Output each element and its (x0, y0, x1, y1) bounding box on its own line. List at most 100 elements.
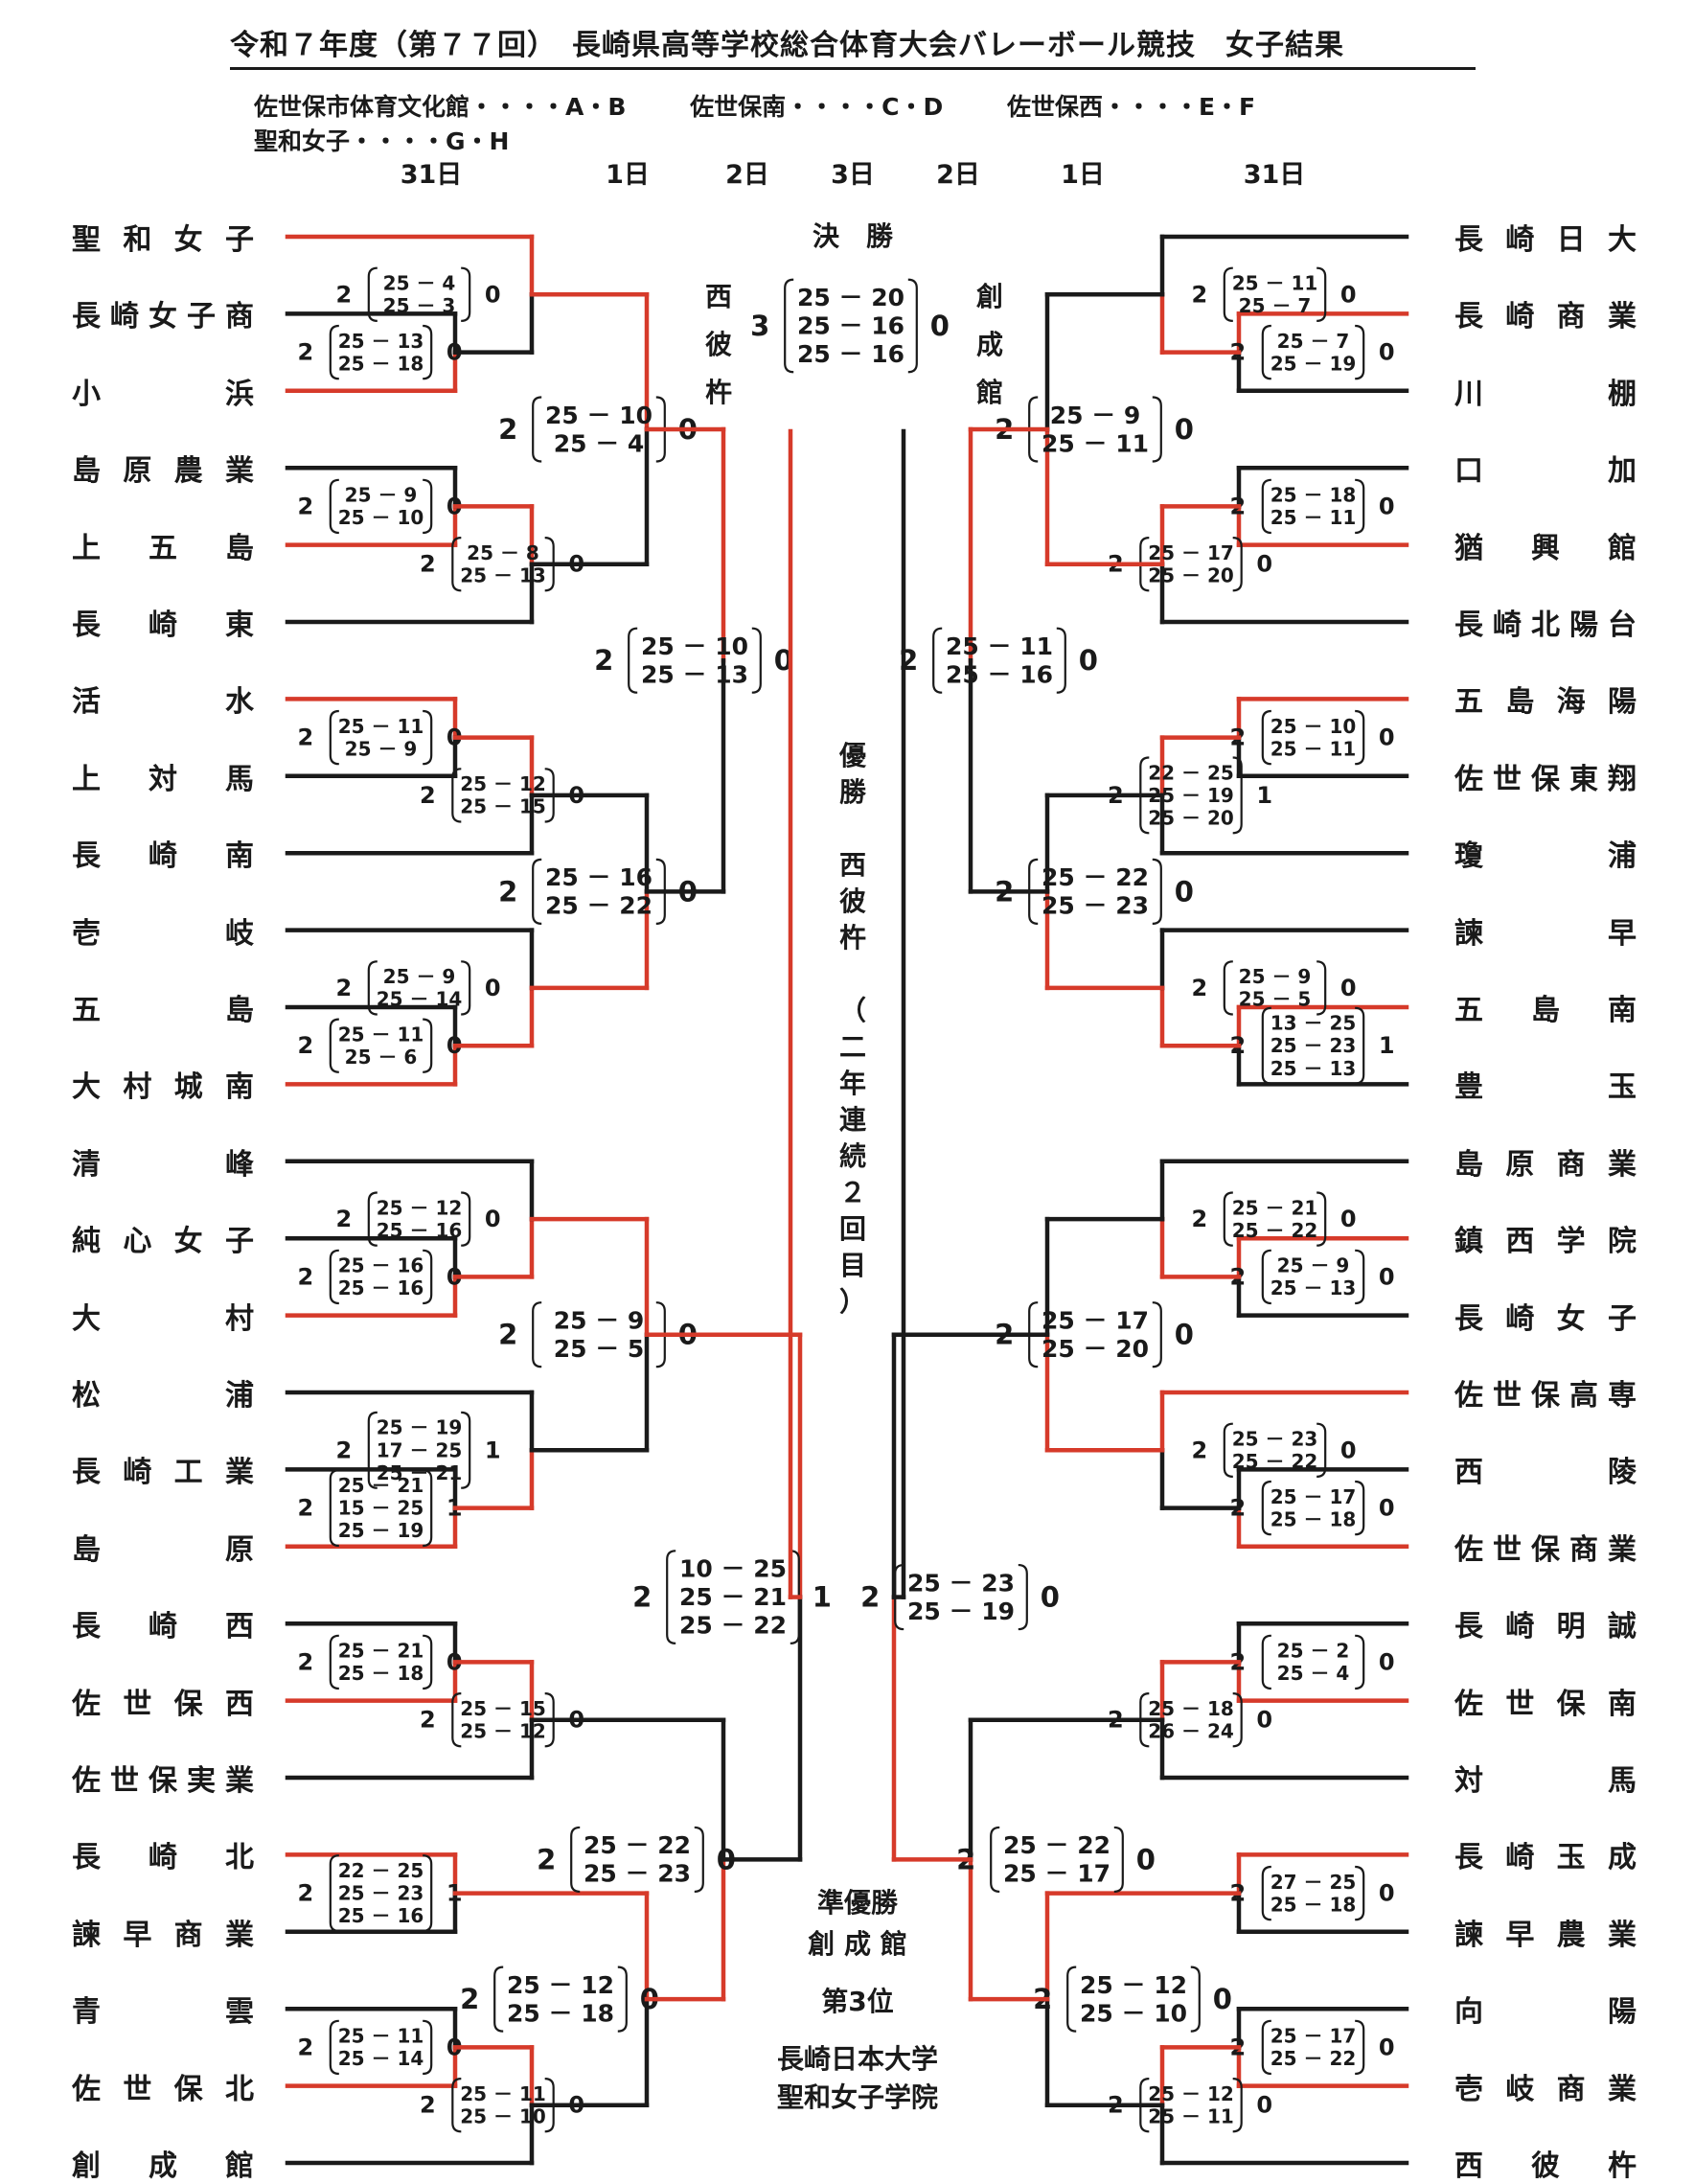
team-name: 長崎日大 (1454, 223, 1637, 257)
set-score: 25 － 16 (797, 340, 904, 368)
set-score: 25 － 17 (1270, 1485, 1357, 1508)
set-score: 13 － 25 (1270, 1012, 1357, 1035)
team-name: 長崎明誠 (1454, 1610, 1637, 1644)
score-bracket-left (1223, 266, 1233, 322)
score-bracket-right (1316, 266, 1327, 322)
score-bracket-right (1152, 858, 1162, 925)
final-label: 決 勝 (812, 220, 894, 252)
set-score: 25 － 16 (338, 1904, 424, 1927)
set-score: 25 － 17 (1042, 1306, 1149, 1334)
score-bracket-right (461, 1191, 471, 1247)
sets-lost: 0 (1379, 1263, 1395, 1290)
team-name: 長崎北陽台 (1454, 609, 1637, 642)
third-place-label: 第3位 (821, 1986, 894, 2017)
set-score: 25 － 9 (383, 965, 456, 988)
set-score: 25 － 7 (1277, 330, 1350, 353)
set-score: 22 － 25 (338, 1859, 424, 1882)
score-bracket-left (1223, 1191, 1233, 1247)
set-score: 25 － 23 (907, 1569, 1015, 1597)
score-bracket-left (1261, 1865, 1271, 1921)
set-score: 25 － 18 (507, 1999, 614, 2027)
set-score: 25 － 21 (338, 1640, 424, 1663)
sets-lost: 0 (1340, 1206, 1357, 1232)
score-bracket-left (493, 1966, 504, 2033)
team-name: 長崎玉成 (1454, 1841, 1637, 1875)
day-header: 2日 (936, 160, 980, 190)
sets-lost: 0 (1379, 1648, 1395, 1675)
set-score: 25 － 20 (797, 284, 904, 311)
score-bracket-left (367, 1411, 378, 1489)
set-score: 15 － 25 (338, 1497, 424, 1520)
set-score: 25 － 18 (338, 1662, 424, 1685)
sets-won: 2 (1191, 1206, 1207, 1232)
sets-won: 2 (632, 1581, 652, 1614)
sets-lost: 0 (485, 1206, 501, 1232)
final-right-team: 創成館 (975, 281, 1003, 408)
sets-won: 2 (297, 1263, 313, 1290)
score-bracket-right (461, 266, 471, 322)
score-bracket-right (907, 278, 918, 374)
set-score: 25 － 16 (946, 660, 1053, 688)
score-bracket-right (423, 324, 433, 380)
set-score: 25 － 9 (345, 737, 418, 760)
sets-lost: 0 (485, 281, 501, 308)
team-name: 瓊浦 (1454, 839, 1637, 874)
score-bracket-left (329, 1634, 339, 1690)
score-bracket-right (1355, 1249, 1365, 1305)
sets-won: 2 (335, 975, 352, 1001)
team-name: 長崎工業 (72, 1456, 254, 1490)
score-bracket-left (1223, 1422, 1233, 1478)
set-score: 25 － 11 (338, 2025, 424, 2048)
team-name: 大村 (72, 1301, 254, 1336)
sets-won: 2 (335, 1437, 352, 1463)
sets-won: 2 (498, 875, 517, 908)
score-bracket-left (1261, 1480, 1271, 1536)
set-score: 25 － 22 (584, 1831, 691, 1859)
score-bracket-left (451, 768, 462, 823)
team-name: 聖和女子 (72, 223, 254, 257)
sets-won: 2 (297, 1648, 313, 1675)
sets-lost: 0 (1379, 724, 1395, 751)
set-score: 25 － 20 (1148, 564, 1234, 587)
set-score: 27 － 25 (1270, 1871, 1357, 1894)
score-bracket-left (990, 1826, 1000, 1894)
set-score: 25 － 23 (338, 1882, 424, 1905)
team-name: 鎮西学院 (1454, 1225, 1637, 1259)
score-bracket-right (423, 1249, 433, 1305)
sets-won: 2 (498, 1319, 517, 1351)
set-score: 25 － 12 (460, 772, 546, 795)
match-score: 25 － 225 － 420 (1229, 1634, 1395, 1690)
set-score: 25 － 23 (584, 1860, 691, 1888)
sets-lost: 1 (1256, 782, 1272, 809)
sets-lost: 0 (1136, 1843, 1156, 1875)
set-score: 25 － 18 (1270, 1893, 1357, 1916)
sets-won: 3 (750, 310, 769, 342)
set-score: 25 － 23 (1270, 1034, 1357, 1057)
set-score: 25 － 18 (1270, 484, 1357, 507)
set-score: 25 － 15 (460, 795, 546, 818)
set-score: 10 － 25 (679, 1555, 787, 1583)
score-bracket-left (329, 1018, 339, 1073)
sets-won: 2 (860, 1581, 880, 1614)
team-name: 長崎西 (72, 1610, 254, 1644)
set-score: 25 － 16 (797, 312, 904, 340)
set-score: 25 － 12 (1148, 2082, 1234, 2105)
day-header: 3日 (831, 160, 875, 190)
score-bracket-right (1355, 1006, 1365, 1085)
sets-won: 2 (420, 2092, 436, 2119)
set-score: 25 － 20 (1148, 807, 1234, 830)
set-score: 25 － 22 (1003, 1831, 1110, 1859)
set-score: 25 － 21 (338, 1474, 424, 1497)
set-score: 25 － 13 (1270, 1057, 1357, 1080)
score-bracket-left (532, 396, 542, 463)
